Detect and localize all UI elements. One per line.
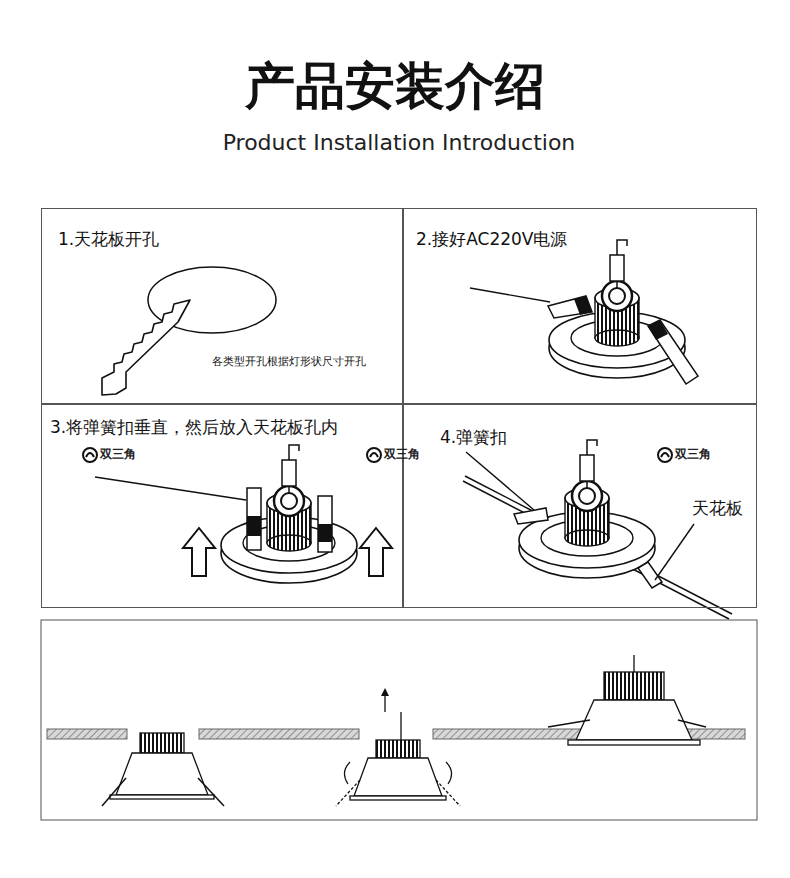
step-heading: 2.接好AC220V电源 xyxy=(416,229,568,249)
illustration xyxy=(658,448,672,462)
part-label: 天花板 xyxy=(690,498,745,518)
ceiling-section xyxy=(199,729,359,739)
lamp-side-view xyxy=(116,753,208,795)
lamp-figure xyxy=(221,445,357,583)
panel-frame xyxy=(41,620,757,820)
subtitle: Product Installation Introduction xyxy=(4,130,790,156)
lamp-side-view xyxy=(381,688,389,696)
lamp-side-view xyxy=(384,694,385,712)
lamp-side-view xyxy=(102,778,126,806)
spring-clip xyxy=(514,508,548,524)
spring-clip xyxy=(318,524,332,542)
up-arrow xyxy=(360,528,392,576)
leader-line xyxy=(95,477,246,500)
spring-clip xyxy=(548,296,698,384)
spring-clip xyxy=(247,516,261,536)
step-heading: 1.天花板开孔 xyxy=(58,229,159,249)
step-heading: 3.将弹簧扣垂直，然后放入天花板孔内 xyxy=(50,417,338,437)
spring-clip xyxy=(318,496,332,552)
lamp-side-view xyxy=(140,733,184,753)
leader-line xyxy=(470,288,550,302)
spring-clip xyxy=(648,320,698,384)
lamp-side-view xyxy=(102,655,706,806)
step-panel: 3.将弹簧扣垂直，然后放入天花板孔内 xyxy=(41,404,403,608)
lamp-side-view xyxy=(354,758,442,796)
lamp-side-view xyxy=(678,720,706,727)
leader-line xyxy=(655,524,694,580)
lamp-side-view xyxy=(400,712,401,740)
lamp-side-view xyxy=(110,795,214,799)
lamp-side-view xyxy=(350,796,446,800)
illustration xyxy=(83,448,97,462)
lamp-side-view xyxy=(344,762,350,784)
spring-clip xyxy=(574,296,592,315)
spring-clip xyxy=(648,320,668,340)
lamp-side-view xyxy=(604,672,664,700)
ceiling-section xyxy=(47,729,127,739)
step-panel: 1.天花板开孔各类型开孔根据灯形状尺寸开孔 xyxy=(41,208,403,404)
spring-clip xyxy=(247,488,261,550)
step-heading: 4.弹簧扣 xyxy=(440,427,507,447)
watermark: 双三角 xyxy=(100,447,136,461)
watermark: 双三角 xyxy=(675,447,711,461)
up-arrow xyxy=(183,528,392,576)
step-panel: 2.接好AC220V电源 xyxy=(403,208,757,404)
spring-clip xyxy=(548,296,592,318)
watermark: 双三角 xyxy=(384,447,420,461)
note-text: 各类型开孔根据灯形状尺寸开孔 xyxy=(212,355,366,368)
lamp-side-view xyxy=(548,720,590,727)
lamp-figure xyxy=(549,240,685,378)
page-title: 产品安装介绍 xyxy=(0,56,790,116)
lamp-side-view xyxy=(198,778,224,806)
lamp-side-view xyxy=(576,700,692,740)
saw-figure xyxy=(102,300,190,395)
spring-clip xyxy=(247,488,332,552)
lamp-side-view xyxy=(568,740,700,745)
spring-clip xyxy=(514,508,662,588)
up-arrow xyxy=(183,528,215,576)
lamp-side-view xyxy=(446,762,452,784)
illustration xyxy=(367,448,381,462)
lamp-side-view xyxy=(633,655,634,672)
leader-line xyxy=(466,452,534,510)
saw-figure xyxy=(102,300,190,395)
lamp-side-view xyxy=(376,740,420,758)
